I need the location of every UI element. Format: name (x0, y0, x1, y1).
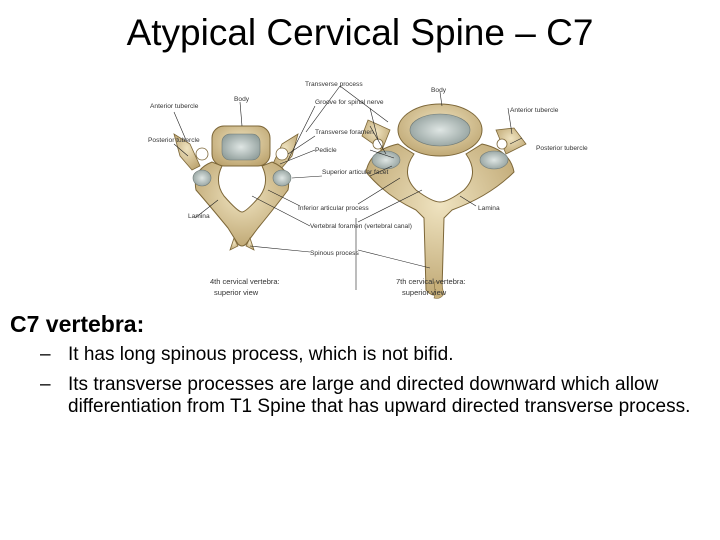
caption-right-line1: 7th cervical vertebra: (396, 277, 466, 286)
vertebrae-svg: Transverse process Body Body Anterior tu… (148, 81, 588, 299)
label-body-left: Body (234, 96, 250, 103)
vertebra-illustration: Transverse process Body Body Anterior tu… (130, 78, 590, 306)
caption-left-line1: 4th cervical vertebra: (210, 277, 280, 286)
label-posterior-tubercle-left: Posterior tubercle (148, 137, 200, 144)
caption-right-line2: superior view (402, 288, 447, 297)
label-anterior-tubercle-right: Anterior tubercle (510, 107, 559, 114)
bullet-dash: – (40, 344, 51, 365)
label-transverse-process: Transverse process (305, 81, 363, 88)
label-inferior-articular-process: Inferior articular process (298, 205, 369, 212)
label-pedicle: Pedicle (315, 147, 337, 154)
c7-vertebra-drawing (361, 103, 527, 299)
bullet-text: It has long spinous process, which is no… (68, 344, 454, 365)
list-item: – It has long spinous process, which is … (40, 344, 710, 366)
bullet-dash: – (40, 374, 51, 395)
section-heading: C7 vertebra: (10, 311, 145, 337)
label-anterior-tubercle-left: Anterior tubercle (150, 103, 199, 110)
bullet-list: – It has long spinous process, which is … (40, 344, 710, 426)
label-spinous-process: Spinous process (310, 250, 359, 257)
caption-left-line2: superior view (214, 288, 259, 297)
label-lamina-left: Lamina (188, 213, 210, 220)
label-superior-articular-facet: Superior articular facet (322, 169, 389, 176)
c4-vertebra-drawing (173, 125, 299, 251)
label-transverse-foramen: Transverse foramen (315, 129, 374, 136)
figure-labels: Transverse process Body Body Anterior tu… (148, 81, 588, 297)
label-groove-spinal-nerve: Groove for spinal nerve (315, 99, 384, 106)
slide-title: Atypical Cervical Spine – C7 (126, 12, 594, 53)
label-lamina-right: Lamina (478, 205, 500, 212)
label-posterior-tubercle-right: Posterior tubercle (536, 145, 588, 152)
bullet-text: Its transverse processes are large and d… (68, 374, 691, 417)
list-item: – Its transverse processes are large and… (40, 374, 710, 418)
label-vertebral-foramen: Vertebral foramen (vertebral canal) (310, 223, 412, 230)
label-body-right: Body (431, 87, 447, 94)
leader-lines (173, 85, 523, 290)
